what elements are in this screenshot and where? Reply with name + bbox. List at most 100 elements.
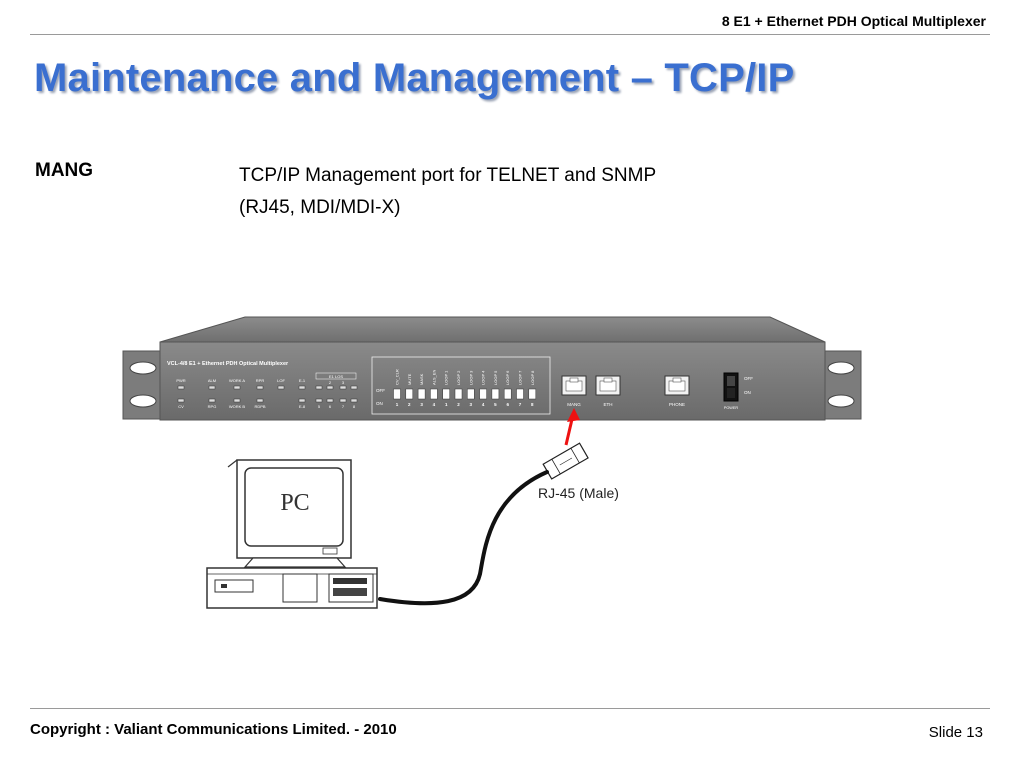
footer-copyright: Copyright : Valiant Communications Limit… xyxy=(30,721,397,738)
dip-switch-number: 4 xyxy=(433,402,436,407)
dip-switch-number: 8 xyxy=(531,402,534,407)
ethernet-cable xyxy=(378,470,549,606)
led-indicator xyxy=(298,385,306,390)
led-label: E-8 xyxy=(299,404,306,409)
led-label: RPR xyxy=(256,378,265,383)
dip-switch-number: 1 xyxy=(396,402,399,407)
led-indicator xyxy=(177,385,185,390)
power-off-label: OFF xyxy=(744,376,753,381)
dip-switch xyxy=(454,388,463,400)
led-label: LOF xyxy=(277,378,285,383)
dip-switch xyxy=(479,388,487,400)
led-indicator xyxy=(326,398,334,403)
mang-port xyxy=(561,375,587,396)
port-label-mang: MANG xyxy=(567,402,581,407)
dip-switch xyxy=(516,388,524,400)
term-label: MANG xyxy=(35,160,94,181)
led-indicator xyxy=(339,385,347,390)
led-label: ALM xyxy=(208,378,216,383)
e1-los-number: 8 xyxy=(353,404,356,409)
dip-switch-label: LOOP 3 xyxy=(468,370,473,385)
rack-hole xyxy=(129,361,157,375)
led-indicator xyxy=(208,385,216,390)
dip-switch-label: LOOP 2 xyxy=(456,370,461,385)
led-indicator xyxy=(339,398,347,403)
dip-switch xyxy=(528,388,537,400)
slide-title: Maintenance and Management – TCP/IP xyxy=(34,56,795,100)
dip-switch xyxy=(467,388,475,400)
rack-hole xyxy=(129,394,157,408)
dip-switch-number: 7 xyxy=(519,402,522,407)
e1-los-number: 6 xyxy=(329,404,332,409)
led-indicator xyxy=(256,385,264,390)
e1-los-number: 5 xyxy=(318,404,321,409)
dip-switch-label: MASK xyxy=(419,373,424,385)
footer-divider xyxy=(30,708,990,709)
dip-switch-number: 6 xyxy=(506,402,509,407)
led-label: E-1 xyxy=(299,378,306,383)
device-front-panel xyxy=(159,341,826,421)
dip-switch-number: 3 xyxy=(470,402,473,407)
dip-switch-label: LOOP 6 xyxy=(505,370,510,385)
port-label-phone: PHONE xyxy=(669,402,685,407)
dip-switch-label: LOOP 5 xyxy=(493,370,498,385)
led-label: WORK B xyxy=(229,404,246,409)
description-line-2: (RJ45, MDI/MDI-X) xyxy=(239,197,401,218)
dip-off-label: OFF xyxy=(376,388,385,393)
led-indicator xyxy=(350,398,358,403)
device-label: VCL-4/8 E1 + Ethernet PDH Optical Multip… xyxy=(167,361,289,367)
dip-switch-number: 2 xyxy=(457,402,460,407)
pc-monitor xyxy=(227,459,352,568)
dip-switch-label: CV_CLR xyxy=(395,369,400,385)
e1-los-number: 7 xyxy=(342,404,345,409)
dip-switch xyxy=(405,388,414,400)
led-indicator xyxy=(326,385,334,390)
power-label: POWER xyxy=(724,406,739,410)
pc-label: PC xyxy=(280,490,309,516)
description-line-1: TCP/IP Management port for TELNET and SN… xyxy=(239,165,657,186)
power-switch xyxy=(723,372,739,402)
rack-hole xyxy=(827,361,855,375)
dip-switch-label: MUTE xyxy=(407,373,412,385)
port-label-eth: ETH xyxy=(604,402,613,407)
dip-switch xyxy=(417,388,426,400)
dip-switch xyxy=(491,388,500,400)
e1-los-number: 3 xyxy=(342,380,345,385)
dip-switch-number: 2 xyxy=(408,402,411,407)
dip-switch-number: 4 xyxy=(482,402,485,407)
device-top-face xyxy=(159,316,826,343)
rack-ear-left xyxy=(122,350,164,420)
led-label: RDPB xyxy=(254,404,265,409)
led-indicator xyxy=(298,398,306,403)
pc-base-unit xyxy=(206,567,378,609)
led-indicator xyxy=(315,398,323,403)
led-label: RPG xyxy=(208,404,217,409)
header-divider xyxy=(30,34,990,35)
arrow-head xyxy=(567,408,580,422)
led-indicator xyxy=(233,398,241,403)
led-label: CV xyxy=(178,404,184,409)
power-on-label: ON xyxy=(744,390,751,395)
header-title: 8 E1 + Ethernet PDH Optical Multiplexer xyxy=(721,13,986,29)
rack-ear-right xyxy=(820,350,862,420)
rj45-plug xyxy=(542,442,589,480)
led-indicator xyxy=(256,398,264,403)
dip-switch-block xyxy=(371,356,551,415)
dip-switch-number: 5 xyxy=(494,402,497,407)
dip-switch-number: 3 xyxy=(420,402,423,407)
eth-port xyxy=(595,375,621,396)
term-description: TCP/IP Management port for TELNET and SN… xyxy=(239,160,656,224)
led-indicator xyxy=(350,385,358,390)
led-label: PWR xyxy=(176,378,185,383)
dip-switch xyxy=(442,388,450,400)
dip-switch xyxy=(430,388,438,400)
e1-los-bracket xyxy=(315,372,357,380)
rack-hole xyxy=(827,394,855,408)
led-label: WORK A xyxy=(229,378,245,383)
dip-switch-label: LOOP 8 xyxy=(530,370,535,385)
phone-port xyxy=(664,375,690,396)
slide-number: Slide 13 xyxy=(928,724,983,741)
connector-label: RJ-45 (Male) xyxy=(538,485,619,501)
dip-switch-number: 1 xyxy=(445,402,448,407)
